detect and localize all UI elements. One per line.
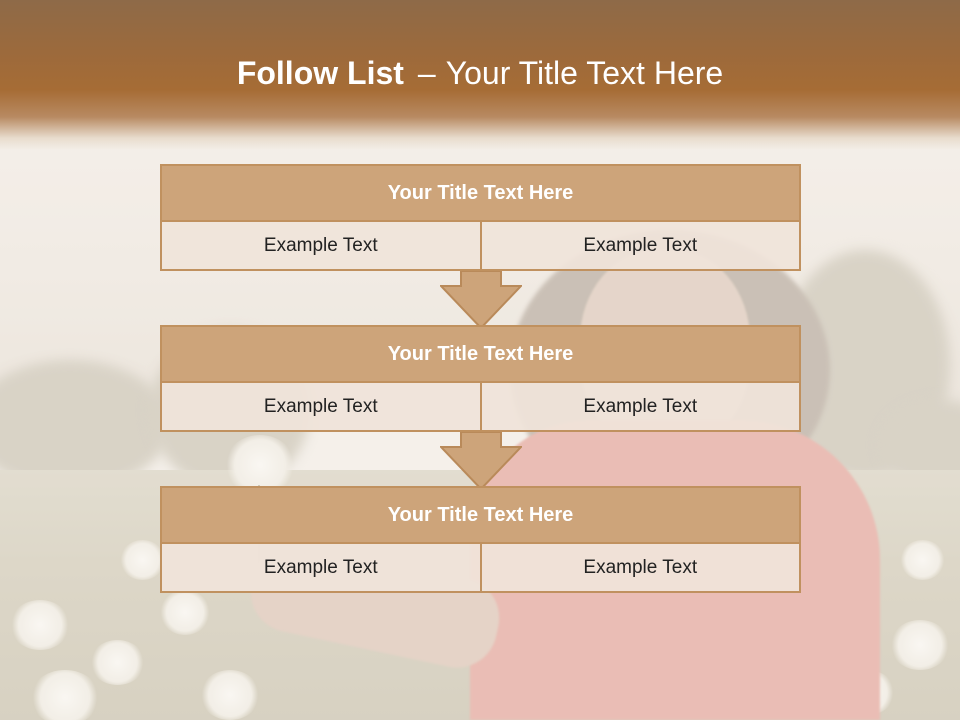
dandelion-puff xyxy=(160,590,210,635)
tree xyxy=(0,360,170,490)
dandelion-puff xyxy=(200,670,260,720)
step-cell-right: Example Text xyxy=(481,383,801,432)
dandelion-puff xyxy=(30,670,100,720)
step-row: Example Text Example Text xyxy=(160,544,801,593)
dandelion-puff xyxy=(120,540,165,580)
step-row: Example Text Example Text xyxy=(160,383,801,432)
down-arrow-icon xyxy=(440,432,522,490)
step-cell-left: Example Text xyxy=(160,222,482,271)
step-box: Your Title Text Here Example Text Exampl… xyxy=(160,164,801,271)
down-arrow-icon xyxy=(440,271,522,329)
dandelion-puff xyxy=(90,640,145,685)
title-bold-part: Follow List xyxy=(236,55,404,91)
dandelion-puff xyxy=(225,435,295,495)
title-separator: – xyxy=(417,55,436,91)
title-rest-part: Your Title Text Here xyxy=(445,55,724,91)
page-title: Follow List–Your Title Text Here xyxy=(0,55,960,92)
dandelion-puff xyxy=(900,540,945,580)
step-cell-left: Example Text xyxy=(160,383,482,432)
dandelion-puff xyxy=(890,620,950,670)
step-box: Your Title Text Here Example Text Exampl… xyxy=(160,325,801,432)
step-title: Your Title Text Here xyxy=(160,164,801,222)
step-row: Example Text Example Text xyxy=(160,222,801,271)
step-title: Your Title Text Here xyxy=(160,325,801,383)
dandelion-puff xyxy=(10,600,70,650)
step-cell-right: Example Text xyxy=(481,544,801,593)
step-box: Your Title Text Here Example Text Exampl… xyxy=(160,486,801,593)
step-cell-right: Example Text xyxy=(481,222,801,271)
header-banner xyxy=(0,0,960,150)
step-title: Your Title Text Here xyxy=(160,486,801,544)
step-cell-left: Example Text xyxy=(160,544,482,593)
